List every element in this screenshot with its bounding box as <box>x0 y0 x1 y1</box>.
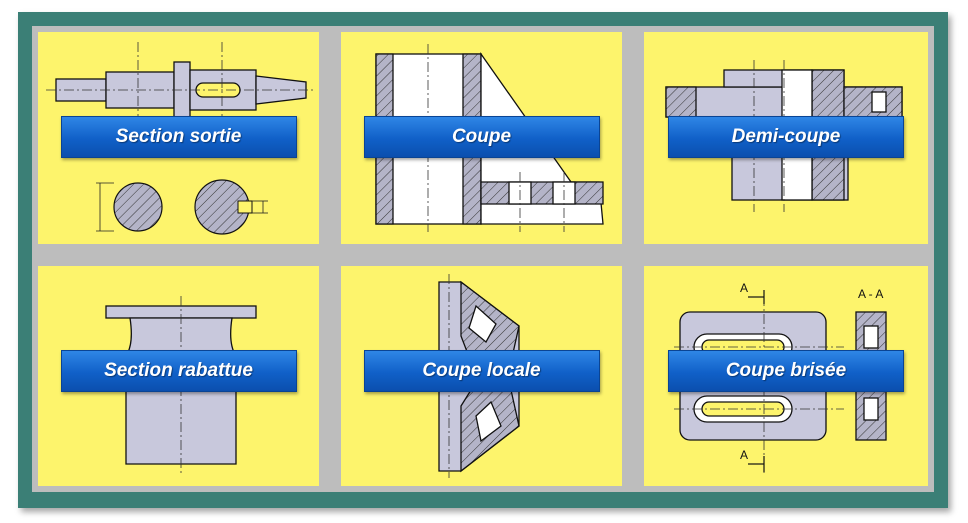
panel-demi-coupe: Demi-coupe <box>644 32 928 244</box>
label-coupe: Coupe <box>363 116 600 158</box>
panel-coupe-locale: Coupe locale <box>341 266 622 486</box>
panel-section-sortie: Section sortie <box>38 32 319 244</box>
section-title: A - A <box>858 287 883 301</box>
label-demi-coupe: Demi-coupe <box>668 116 904 158</box>
section-mark-top: A <box>740 281 748 295</box>
panel-coupe-brisee: A A A - A Coupe brisée <box>644 266 928 486</box>
figure-frame: Section sortie Cou <box>18 12 948 508</box>
panel-grid: Section sortie Cou <box>32 26 934 492</box>
label-section-rabattue: Section rabattue <box>60 350 297 392</box>
panel-section-rabattue: Section rabattue <box>38 266 319 486</box>
panel-coupe: Coupe <box>341 32 622 244</box>
label-coupe-locale: Coupe locale <box>363 350 600 392</box>
section-sortie-drawing <box>46 42 314 235</box>
label-section-sortie: Section sortie <box>60 116 297 158</box>
demi-coupe-drawing <box>665 60 903 212</box>
section-mark-bottom: A <box>740 448 748 462</box>
label-coupe-brisee: Coupe brisée <box>668 350 904 392</box>
